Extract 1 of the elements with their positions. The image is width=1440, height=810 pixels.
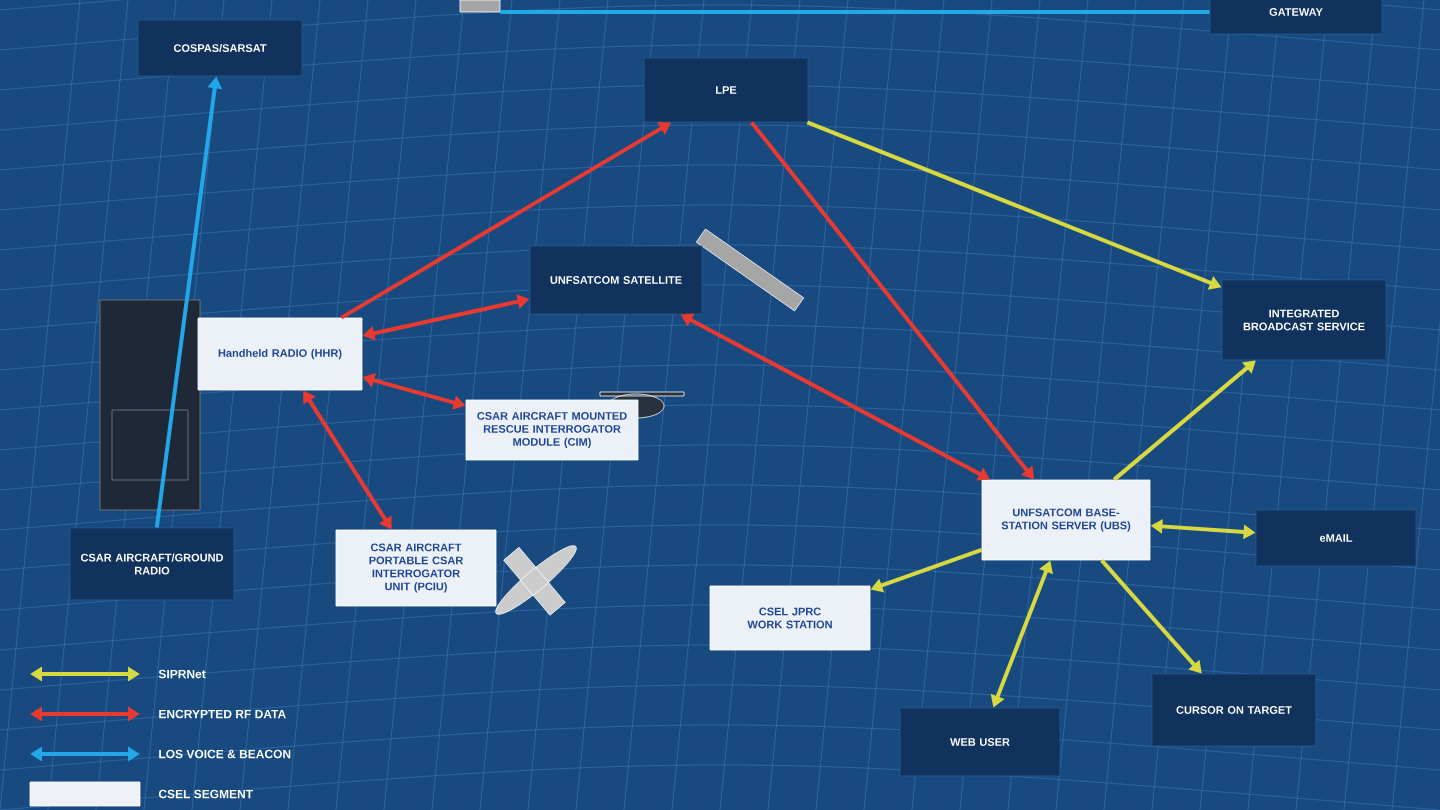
arrow — [1112, 360, 1256, 482]
